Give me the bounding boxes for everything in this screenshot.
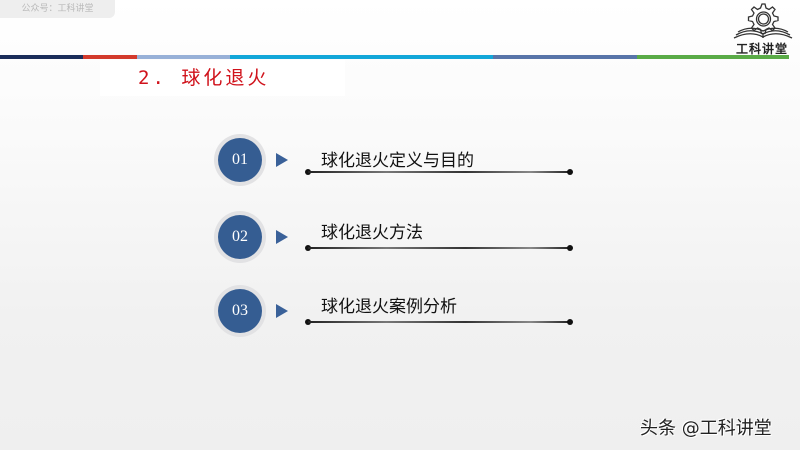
- agenda-item-1[interactable]: 01 球化退火定义与目的: [0, 130, 800, 190]
- number-badge: 03: [218, 289, 262, 333]
- play-arrow-icon: [276, 304, 288, 318]
- underline-rule: [308, 247, 570, 249]
- agenda-label[interactable]: 球化退火方法: [321, 223, 423, 243]
- color-bar: [0, 55, 789, 59]
- footer-watermark: 头条 @工科讲堂: [640, 418, 772, 439]
- agenda-label[interactable]: 球化退火定义与目的: [321, 151, 474, 171]
- agenda-item-2[interactable]: 02 球化退火方法: [0, 206, 800, 266]
- underline-rule: [308, 171, 570, 173]
- badge-ring: 01: [214, 134, 266, 186]
- badge-ring: 02: [214, 211, 266, 263]
- color-bar-segment-1: [0, 55, 83, 59]
- watermark: 公众号：工科讲堂: [0, 0, 115, 18]
- color-bar-segment-4: [230, 55, 493, 59]
- agenda-label[interactable]: 球化退火案例分析: [321, 297, 457, 317]
- badge-ring: 03: [214, 285, 266, 337]
- logo-text: 工科讲堂: [735, 42, 788, 56]
- number-badge: 02: [218, 215, 262, 259]
- section-title: 2. 球化退火: [138, 67, 270, 89]
- color-bar-segment-5: [493, 55, 637, 59]
- underline-rule: [308, 321, 570, 323]
- gear-book-icon: [733, 3, 793, 39]
- color-bar-segment-3: [137, 55, 230, 59]
- color-bar-segment-6: [637, 55, 789, 59]
- agenda-item-3[interactable]: 03 球化退火案例分析: [0, 280, 800, 340]
- title-background: [100, 60, 345, 96]
- logo: 工科讲堂: [726, 0, 798, 56]
- color-bar-segment-2: [83, 55, 137, 59]
- play-arrow-icon: [276, 230, 288, 244]
- number-badge: 01: [218, 138, 262, 182]
- play-arrow-icon: [276, 153, 288, 167]
- rule-end-dot: [567, 169, 573, 175]
- rule-end-dot: [567, 319, 573, 325]
- rule-end-dot: [567, 245, 573, 251]
